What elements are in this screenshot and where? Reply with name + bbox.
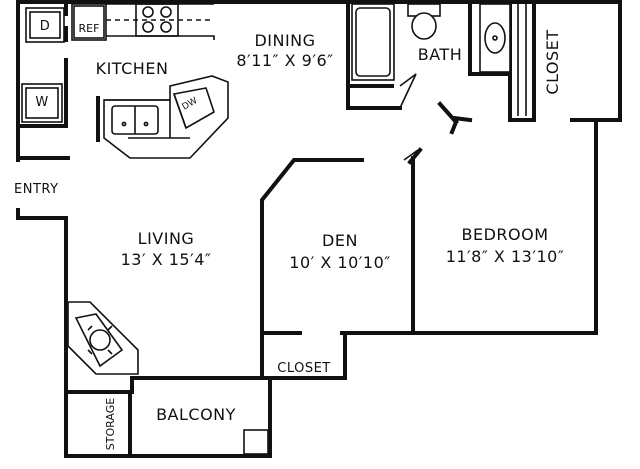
doors bbox=[403, 147, 423, 165]
bath-closet-label: CLOSET bbox=[543, 29, 562, 94]
dishwasher-icon bbox=[172, 87, 215, 130]
sink-icon bbox=[111, 105, 159, 135]
kitchen-fixtures bbox=[21, 3, 229, 159]
bedroom-size: 11′8″ X 13′10″ bbox=[446, 247, 565, 266]
washer-label: W bbox=[35, 95, 48, 110]
bath-fixtures bbox=[351, 2, 527, 135]
toilet-icon bbox=[407, 3, 441, 40]
dining-label: DINING bbox=[254, 31, 315, 50]
refrigerator-label: REF bbox=[79, 22, 100, 35]
living-label: LIVING bbox=[138, 229, 195, 248]
vanity-sink-icon bbox=[479, 3, 511, 73]
balcony-label: BALCONY bbox=[156, 405, 236, 424]
fireplace-icon bbox=[67, 301, 139, 375]
den-size: 10′ X 10′10″ bbox=[289, 253, 390, 272]
dryer-label: D bbox=[40, 19, 51, 34]
labels: D W REF DW KITCHEN DINING 8′11″ X 9′6″ B… bbox=[14, 19, 564, 450]
entry-label: ENTRY bbox=[14, 182, 59, 197]
den-label: DEN bbox=[322, 231, 358, 250]
living-size: 13′ X 15′4″ bbox=[121, 250, 212, 269]
den-closet-label: CLOSET bbox=[277, 361, 331, 376]
bedroom-label: BEDROOM bbox=[461, 225, 548, 244]
kitchen-peninsula bbox=[103, 75, 229, 159]
storage-label: STORAGE bbox=[104, 398, 117, 450]
walls bbox=[16, 0, 622, 458]
balcony-utility-box bbox=[243, 429, 269, 455]
kitchen-label: KITCHEN bbox=[96, 59, 169, 78]
dining-size: 8′11″ X 9′6″ bbox=[236, 51, 333, 70]
stove-icon bbox=[135, 3, 179, 37]
bath-label: BATH bbox=[418, 45, 462, 64]
bathtub-icon bbox=[351, 3, 395, 81]
